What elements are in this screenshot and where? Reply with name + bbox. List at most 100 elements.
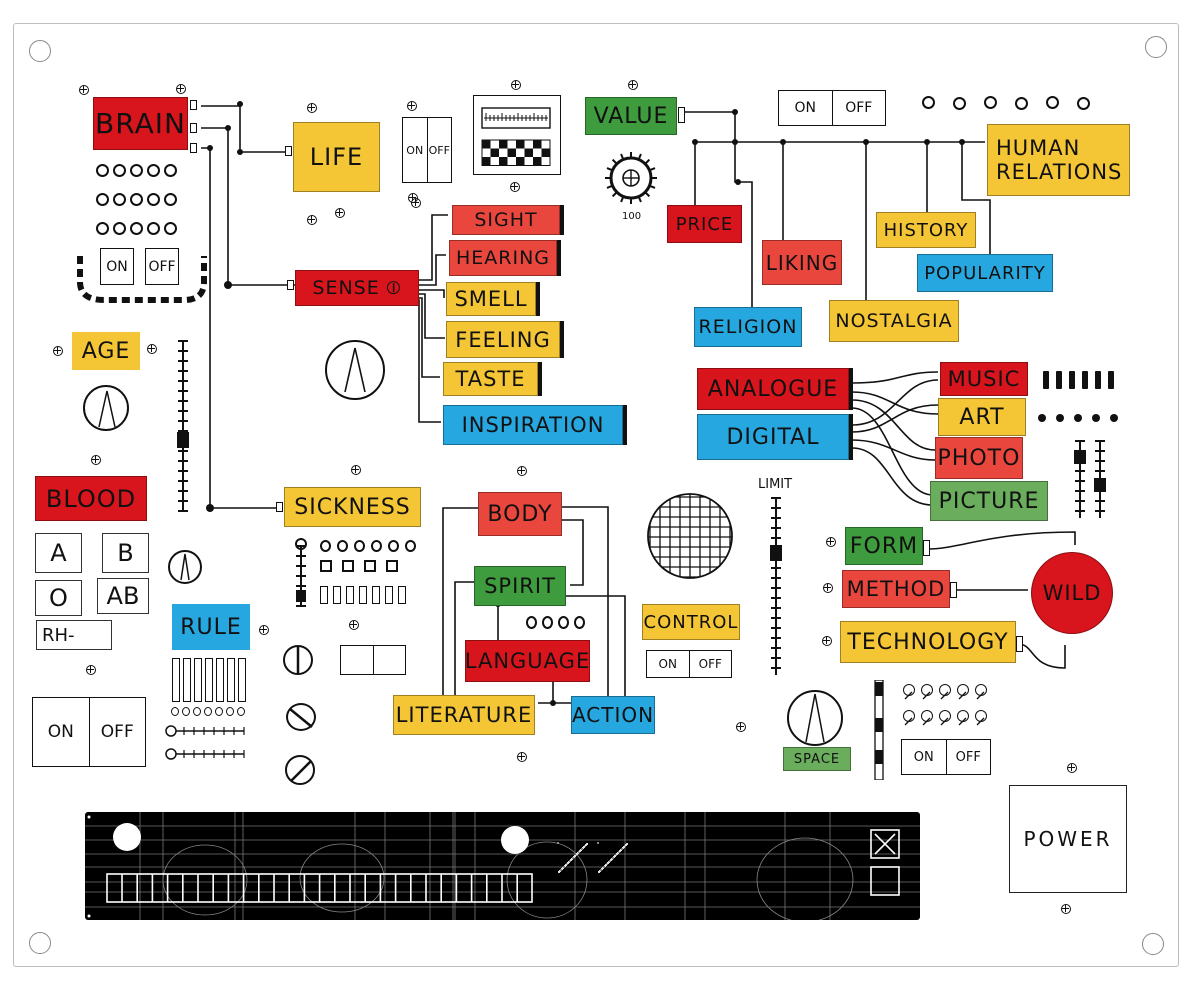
brain-on-button[interactable]: ON: [100, 248, 134, 285]
off-label: OFF: [945, 740, 991, 774]
display-strip-graphics: [85, 812, 920, 920]
age-module[interactable]: AGE: [72, 332, 140, 370]
blood-module[interactable]: BLOOD: [35, 476, 147, 521]
smell-label: SMELL: [454, 287, 528, 311]
technology-label: TECHNOLOGY: [847, 629, 1009, 655]
blood-type-ab-button[interactable]: AB: [97, 578, 149, 614]
nostalgia-module[interactable]: NOSTALGIA: [829, 300, 959, 342]
small-knob-3[interactable]: [285, 755, 315, 785]
value-module[interactable]: VALUE: [585, 97, 677, 135]
right-slider-1[interactable]: [1074, 440, 1086, 518]
small-knob-2[interactable]: [286, 703, 316, 731]
indicator-light: [130, 193, 143, 206]
action-label: ACTION: [571, 703, 655, 727]
religion-module[interactable]: RELIGION: [694, 307, 802, 347]
blood-knob[interactable]: [168, 550, 202, 584]
wild-label: WILD: [1042, 581, 1102, 605]
sense-module[interactable]: SENSE ⦶: [295, 270, 419, 306]
sickness-slider[interactable]: [296, 545, 306, 607]
brain-module[interactable]: BRAIN: [93, 97, 188, 150]
sense-knob[interactable]: [325, 340, 385, 400]
brain-off-button[interactable]: OFF: [145, 248, 179, 285]
history-module[interactable]: HISTORY: [876, 212, 976, 248]
religion-label: RELIGION: [698, 316, 798, 338]
popularity-module[interactable]: POPULARITY: [917, 254, 1053, 292]
picture-module[interactable]: PICTURE: [930, 481, 1048, 521]
sight-module[interactable]: SIGHT: [452, 205, 560, 235]
rule-module[interactable]: RULE: [172, 604, 250, 650]
mount-hole-top-left: [29, 40, 51, 62]
on-label: ON: [47, 722, 74, 742]
art-module[interactable]: ART: [938, 398, 1026, 436]
digital-module[interactable]: DIGITAL: [697, 414, 849, 460]
value-dial[interactable]: [595, 142, 667, 214]
action-module[interactable]: ACTION: [571, 696, 655, 734]
method-module[interactable]: METHOD: [842, 570, 950, 608]
indicator-square: [342, 560, 354, 572]
screw: [147, 344, 157, 354]
age-knob[interactable]: [83, 385, 129, 431]
set-screw: [903, 710, 915, 726]
control-module[interactable]: CONTROL: [642, 604, 740, 640]
life-module[interactable]: LIFE: [293, 122, 380, 192]
blank-toggle-switch[interactable]: [340, 645, 406, 675]
off-label: OFF: [88, 698, 146, 766]
level-meter: [473, 95, 561, 175]
indicator-light: [320, 540, 331, 552]
spirit-module[interactable]: SPIRIT: [474, 566, 566, 606]
power-label: POWER: [1023, 827, 1113, 851]
space-knob[interactable]: [787, 690, 843, 746]
indicator-light: [215, 707, 223, 716]
blood-type-label: RH-: [42, 624, 75, 646]
smell-module[interactable]: SMELL: [446, 282, 536, 316]
analogue-module[interactable]: ANALOGUE: [697, 368, 849, 410]
screw: [822, 636, 832, 646]
indicator-slot: [372, 586, 380, 604]
large-toggle-switch[interactable]: ON OFF: [32, 697, 146, 767]
small-knob-1[interactable]: [283, 645, 313, 675]
indicator-light: [237, 707, 245, 716]
music-module[interactable]: MUSIC: [940, 362, 1028, 396]
limit-slider[interactable]: [770, 497, 782, 675]
form-module[interactable]: FORM: [845, 527, 923, 565]
price-module[interactable]: PRICE: [667, 205, 742, 243]
space-module[interactable]: SPACE: [783, 747, 851, 771]
technology-plug: [1016, 636, 1023, 652]
liking-label: LIKING: [765, 250, 839, 275]
taste-module[interactable]: TASTE: [443, 362, 538, 396]
wild-button[interactable]: WILD: [1031, 552, 1113, 634]
blood-type-rh-negative-button[interactable]: RH-: [36, 620, 112, 650]
feeling-module[interactable]: FEELING: [446, 321, 560, 358]
liking-module[interactable]: LIKING: [762, 240, 842, 285]
language-module[interactable]: LANGUAGE: [465, 640, 590, 682]
right-slider-2[interactable]: [1094, 440, 1106, 518]
technology-module[interactable]: TECHNOLOGY: [840, 621, 1016, 663]
blood-type-o-button[interactable]: O: [35, 580, 82, 616]
blood-type-a-button[interactable]: A: [35, 533, 82, 573]
power-button[interactable]: POWER: [1009, 785, 1127, 893]
striped-fader[interactable]: [873, 680, 885, 780]
fader-bar: [1082, 371, 1088, 389]
indicator-square: [364, 560, 376, 572]
brain-cable-loop: [77, 256, 207, 303]
brain-plug-3: [190, 143, 197, 153]
sense-plug: [287, 280, 294, 290]
age-slider[interactable]: [177, 340, 189, 512]
popularity-label: POPULARITY: [924, 262, 1046, 284]
sickness-module[interactable]: SICKNESS: [284, 487, 421, 527]
screw: [517, 752, 527, 762]
screw: [628, 80, 638, 90]
rule-mini-sliders[interactable]: [164, 724, 248, 764]
inspiration-module[interactable]: INSPIRATION: [443, 405, 623, 445]
hearing-module[interactable]: HEARING: [449, 240, 557, 276]
blood-type-b-button[interactable]: B: [102, 533, 149, 573]
photo-module[interactable]: PHOTO: [935, 437, 1023, 479]
body-module[interactable]: BODY: [478, 492, 562, 536]
literature-module[interactable]: LITERATURE: [393, 695, 535, 735]
indicator-square: [386, 560, 398, 572]
